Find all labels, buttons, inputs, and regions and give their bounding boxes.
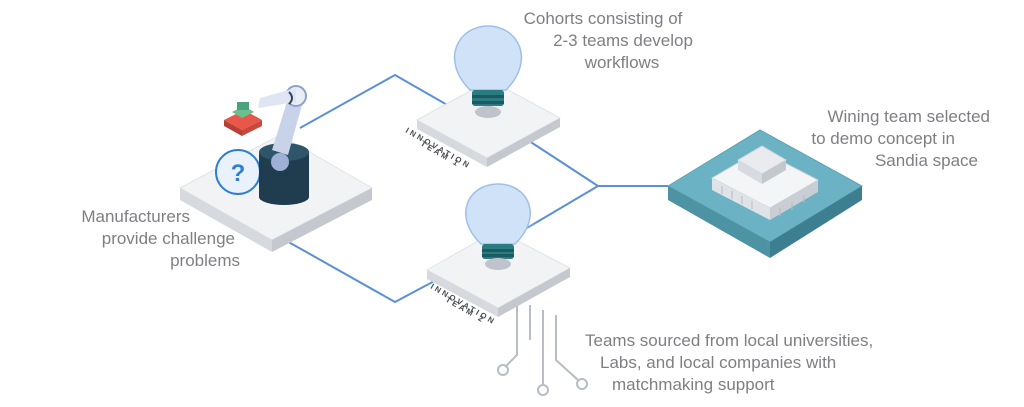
caption-line: Manufacturers <box>81 207 190 226</box>
caption-line: 2-3 teams develop <box>553 31 693 50</box>
caption-cohorts: Cohorts consisting of 2-3 teams develop … <box>508 8 708 74</box>
caption-line: Sandia space <box>874 151 978 170</box>
question-icon: ? <box>215 149 261 195</box>
svg-text:?: ? <box>231 160 246 187</box>
robot-arm-icon <box>258 85 309 205</box>
device-icon <box>224 102 262 136</box>
caption-line: Wining team selected <box>827 107 990 126</box>
lightbulb-icon <box>458 178 538 270</box>
caption-winning-team: Wining team selected to demo concept in … <box>800 106 990 172</box>
team-1-tile <box>415 79 562 167</box>
building-icon <box>710 145 820 220</box>
caption-teams-sourced: Teams sourced from local universities, L… <box>585 330 905 396</box>
caption-line: to demo concept in <box>811 129 955 148</box>
caption-manufacturers: Manufacturers provide challenge problems <box>30 206 240 272</box>
caption-line: Labs, and local companies with <box>600 353 837 372</box>
caption-line: workflows <box>584 53 660 72</box>
lightbulb-icon <box>446 20 530 118</box>
caption-line: provide challenge <box>101 229 235 248</box>
caption-line: Teams sourced from local universities, <box>585 331 874 350</box>
caption-line: matchmaking support <box>612 375 775 394</box>
circuit-lines <box>497 300 588 396</box>
caption-line: Cohorts consisting of <box>523 9 683 28</box>
caption-line: problems <box>170 251 240 270</box>
